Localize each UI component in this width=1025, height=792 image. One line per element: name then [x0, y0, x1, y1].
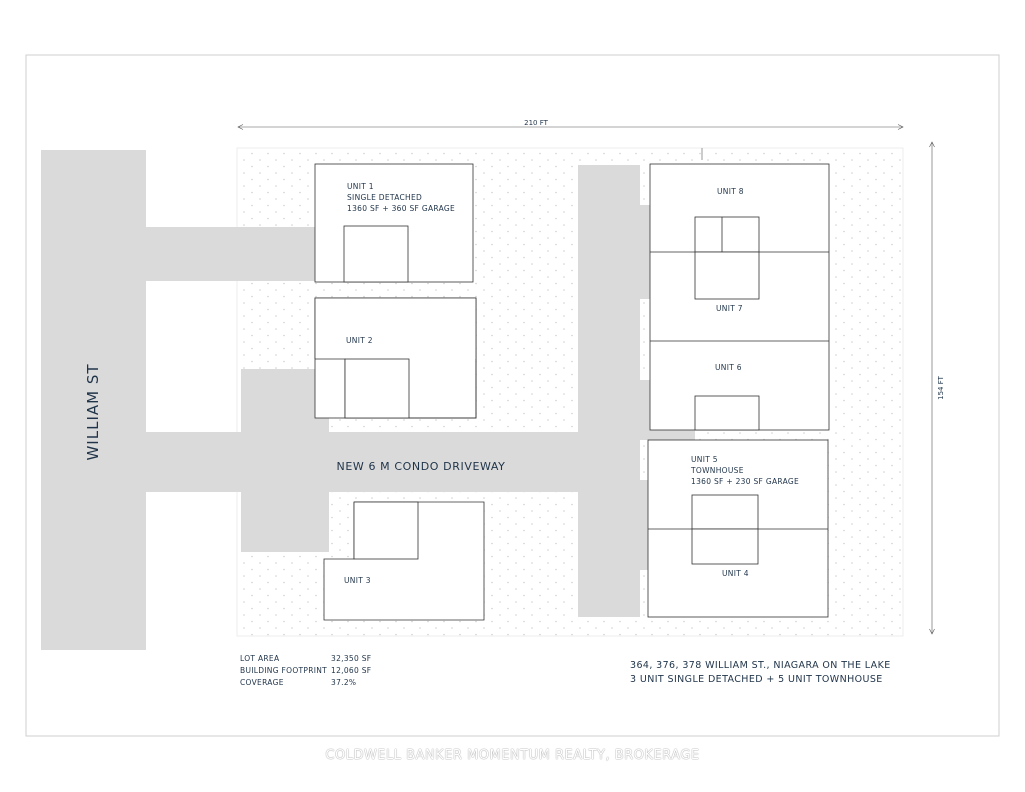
- stat-label: BUILDING FOOTPRINT: [240, 666, 327, 675]
- unit3-name: UNIT 3: [344, 576, 371, 585]
- unit1-driveway: [146, 227, 344, 281]
- unit4-name: UNIT 4: [722, 569, 749, 578]
- unit6-name: UNIT 6: [715, 363, 742, 372]
- driveway-east-spine: [578, 165, 640, 617]
- unit-3: [323, 501, 485, 621]
- unit2-name: UNIT 2: [346, 336, 373, 345]
- width-dimension-label: 210 FT: [524, 119, 548, 127]
- unit1-area: 1360 SF + 360 SF GARAGE: [347, 204, 455, 213]
- william-street-road: [41, 150, 146, 650]
- driveway-label: NEW 6 M CONDO DRIVEWAY: [337, 460, 506, 473]
- site-stats: LOT AREA 32,350 SF BUILDING FOOTPRINT 12…: [240, 654, 371, 687]
- unit5-area: 1360 SF + 230 SF GARAGE: [691, 477, 799, 486]
- unit1-type: SINGLE DETACHED: [347, 193, 422, 202]
- unit7-name: UNIT 7: [716, 304, 743, 313]
- unit-2: [314, 297, 477, 419]
- address-line-1: 364, 376, 378 WILLIAM ST., NIAGARA ON TH…: [630, 660, 891, 671]
- stat-value: 32,350 SF: [331, 654, 371, 663]
- unit5-type: TOWNHOUSE: [690, 466, 744, 475]
- unit5-name: UNIT 5: [691, 455, 718, 464]
- main-driveway: [146, 432, 596, 492]
- unit8-name: UNIT 8: [717, 187, 744, 196]
- stat-value: 12,060 SF: [331, 666, 371, 675]
- townhouse-block-north: [649, 163, 830, 431]
- depth-dimension-label: 154 FT: [937, 375, 945, 399]
- street-name-label: WILLIAM ST: [84, 363, 102, 460]
- brokerage-watermark: COLDWELL BANKER MOMENTUM REALTY, BROKERA…: [325, 748, 700, 763]
- depth-dimension: 154 FT: [929, 141, 945, 635]
- width-dimension: 210 FT: [237, 119, 904, 160]
- stat-label: COVERAGE: [240, 678, 284, 687]
- address-line-2: 3 UNIT SINGLE DETACHED + 5 UNIT TOWNHOUS…: [630, 674, 883, 685]
- stat-label: LOT AREA: [240, 654, 280, 663]
- unit1-name: UNIT 1: [347, 182, 374, 191]
- townhouse-block-south: [647, 439, 829, 618]
- unit-1: [314, 163, 474, 283]
- driveway-west-spur: [241, 369, 329, 552]
- stat-value: 37.2%: [331, 678, 356, 687]
